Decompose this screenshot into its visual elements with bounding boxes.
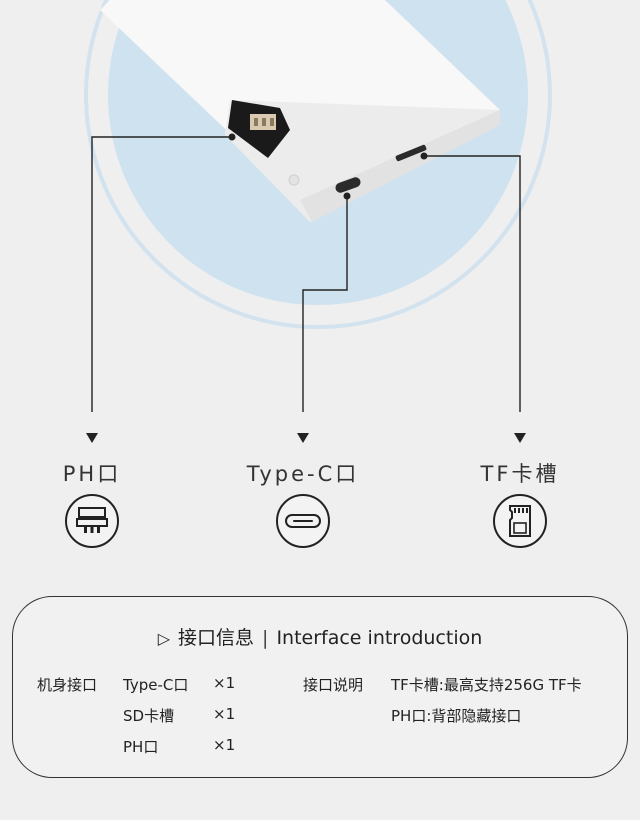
port-description-label: 接口说明	[303, 676, 364, 694]
device-side-face	[225, 100, 500, 222]
body-port-name: PH口	[123, 738, 159, 756]
port-description-line: PH口:背部隐藏接口	[391, 707, 522, 725]
arrow-down-icon	[514, 433, 526, 443]
port-description-line: TF卡槽:最高支持256G TF卡	[391, 676, 582, 694]
arrow-down-icon	[86, 433, 98, 443]
body-port-name: SD卡槽	[123, 707, 175, 725]
body-port-qty: ×1	[213, 705, 236, 723]
ph-connector-icon	[65, 494, 119, 548]
info-title-cn: 接口信息	[178, 627, 255, 649]
title-separator: |	[262, 627, 269, 649]
outer-ring	[84, 0, 552, 329]
type-c-icon	[276, 494, 330, 548]
body-port-qty: ×1	[213, 736, 236, 754]
tf-card-icon	[493, 494, 547, 548]
port-label-ph: PH口	[62, 462, 122, 486]
port-label-type-c: Type-C口	[246, 462, 360, 486]
arrow-down-icon	[297, 433, 309, 443]
device-illustration	[84, 0, 552, 412]
type-c-port	[335, 177, 361, 193]
interface-info-box: ▷ 接口信息 | Interface introduction 机身接口 Type-C…	[12, 596, 628, 778]
callout-lines	[91, 136, 521, 412]
port-label-tf: TF卡槽	[480, 462, 560, 486]
tf-slot	[395, 144, 427, 162]
product-hero	[84, 0, 552, 412]
play-triangle-icon: ▷	[157, 629, 171, 648]
body-port-qty: ×1	[213, 674, 236, 692]
body-ports-label: 机身接口	[37, 676, 98, 694]
body-port-name: Type-C口	[123, 676, 189, 694]
info-title-en: Interface introduction	[276, 627, 483, 649]
info-title: ▷ 接口信息 | Interface introduction	[13, 623, 627, 650]
